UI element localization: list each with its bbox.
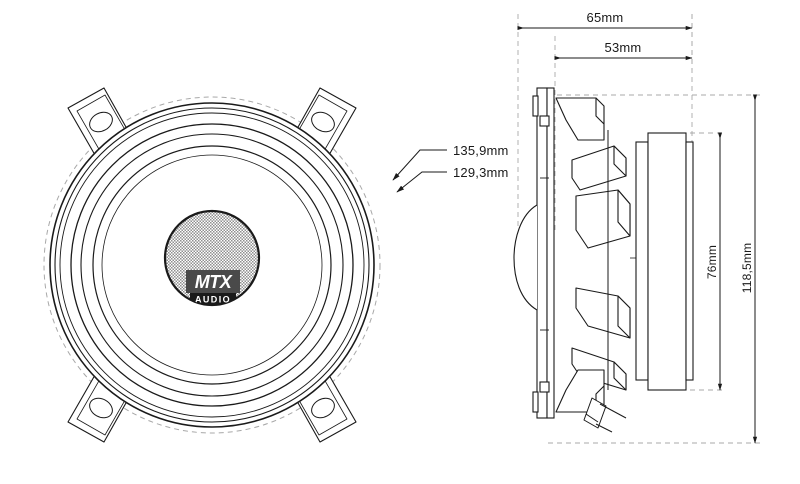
dimension-label-118-5mm: 118,5mm	[740, 243, 754, 294]
mtx-audio-logo: MTX AUDIO	[186, 270, 240, 305]
logo-text-mtx: MTX	[195, 272, 233, 292]
side-view-cone-profile	[513, 204, 538, 311]
flange-notch-top	[539, 115, 550, 127]
side-section-view	[513, 14, 762, 444]
front-view: MTX AUDIO	[43, 87, 381, 443]
terminal-edge	[585, 413, 599, 423]
flange-plate	[536, 87, 548, 419]
basket-spoke-1-side	[613, 145, 627, 177]
logo-plate-mtx	[186, 270, 240, 293]
basket-arm-upper-side	[595, 97, 605, 125]
front-view-frame-step	[59, 112, 365, 418]
front-view-dust-cap: MTX AUDIO	[163, 209, 261, 307]
terminal-wire-2	[595, 423, 613, 433]
magnet-back-plate	[685, 141, 694, 381]
leader-line-135-9mm	[392, 149, 447, 181]
basket-spoke-3-side	[617, 295, 631, 339]
front-view-dashed-outer-circle	[43, 96, 381, 434]
front-view-dimension-leaders: 135,9mm 129,3mm	[392, 143, 509, 193]
logo-plate-audio	[190, 293, 236, 305]
side-view-construction-lines	[517, 14, 762, 444]
terminal-block	[583, 397, 607, 429]
dimension-135-9mm: 135,9mm	[392, 143, 509, 181]
leader-line-129-3mm	[396, 171, 447, 193]
flange-tab-bottom	[532, 391, 539, 413]
logo-text-audio: AUDIO	[195, 295, 231, 305]
magnet-front-plate	[635, 141, 649, 381]
flange-tab-top	[532, 95, 539, 117]
dimension-65mm: 65mm	[517, 10, 693, 31]
dimension-76mm: 76mm	[705, 132, 723, 391]
side-view-terminals	[583, 397, 627, 433]
side-view-magnet-assembly	[635, 132, 694, 391]
dimension-label-129-3mm: 129,3mm	[453, 165, 509, 180]
terminal-wire-1	[599, 403, 627, 419]
dimension-129-3mm: 129,3mm	[396, 165, 509, 193]
dimension-118-5mm: 118,5mm	[740, 94, 758, 444]
dimension-label-76mm: 76mm	[705, 245, 719, 279]
basket-spoke-4-side	[613, 361, 627, 391]
dimension-label-53mm: 53mm	[605, 40, 642, 55]
dimension-label-135-9mm: 135,9mm	[453, 143, 509, 158]
dimension-53mm: 53mm	[554, 40, 693, 61]
flange-notch-bottom	[539, 381, 550, 393]
basket-spoke-2-side	[617, 189, 631, 237]
magnet-body	[647, 132, 687, 391]
dimension-label-65mm: 65mm	[587, 10, 624, 25]
flange-plate-rim	[546, 87, 555, 419]
side-view-dimension-lines: 65mm 53mm 76mm 118,5mm	[517, 10, 758, 444]
front-view-frame-inner-edge	[54, 107, 370, 423]
